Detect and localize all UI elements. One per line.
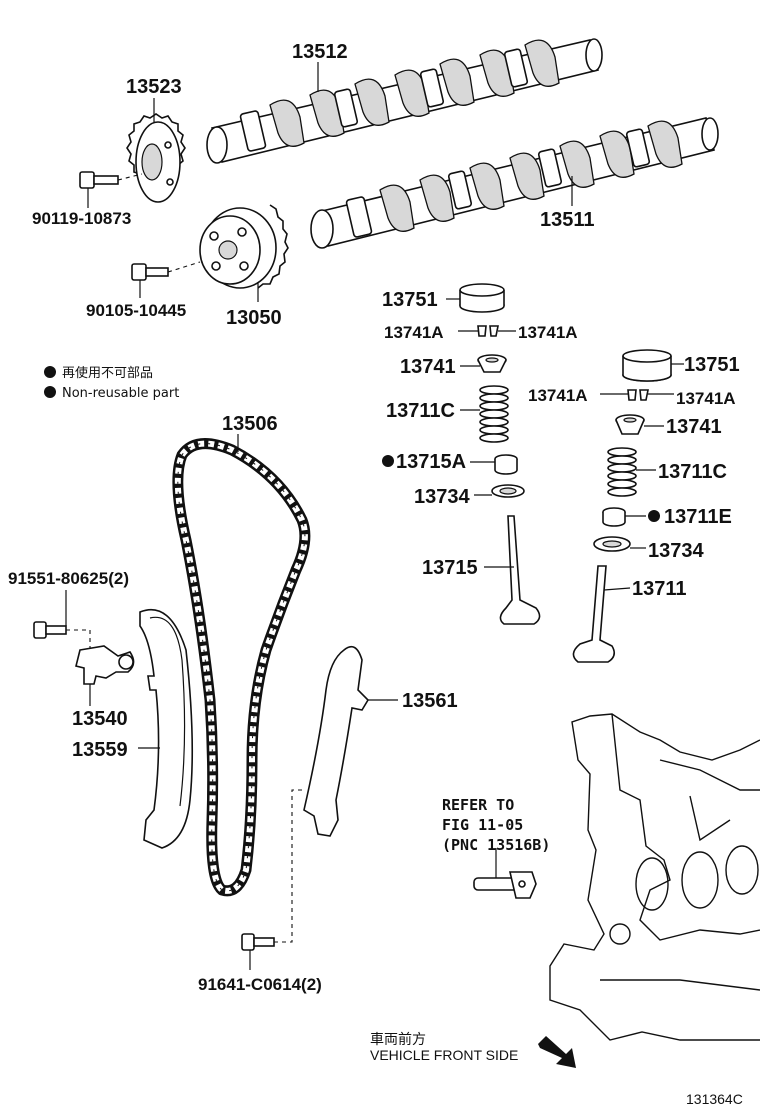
legend-jp: 再使用不可部品 [62,365,153,381]
refer-line-2[interactable]: FIG 11-05 [442,816,523,834]
camshaft-13511[interactable] [310,117,719,249]
label-13511[interactable]: 13511 [540,209,595,231]
label-13741a-b-right[interactable]: 13741A [676,389,736,408]
direction-en: VEHICLE FRONT SIDE [370,1047,518,1063]
figure-code: 131364C [686,1091,743,1107]
marker-dot-13715a [382,455,394,467]
vvt-gear-13050[interactable] [199,204,289,302]
label-13715[interactable]: 13715 [422,557,478,579]
label-13540[interactable]: 13540 [72,708,128,730]
label-13741-b[interactable]: 13741 [666,416,722,438]
label-13741a-a-left[interactable]: 13741A [384,323,444,342]
label-13741a-a-right[interactable]: 13741A [518,323,578,342]
refer-line-1: REFER TO [442,796,514,814]
label-90119-10873[interactable]: 90119-10873 [32,209,131,228]
spring-seat-13734-a[interactable] [474,484,525,498]
valve-retainer-13741-b[interactable] [615,414,664,435]
valve-keeper-13741a-right[interactable] [600,389,674,401]
label-13711c-a[interactable]: 13711C [386,400,455,422]
refer-line-3: (PNC 13516B) [442,836,550,854]
bolt-90119-10873[interactable] [79,171,143,208]
valve-keeper-13741a-left[interactable] [458,325,516,337]
bolt-90105-10445[interactable] [131,261,201,298]
valve-seal-13711e[interactable] [602,507,646,527]
valve-spring-13711c-b[interactable] [607,447,656,497]
label-91551-80625[interactable]: 91551-80625(2) [8,569,129,588]
label-13050[interactable]: 13050 [226,307,282,329]
marker-dot-13711e [648,510,660,522]
label-13523[interactable]: 13523 [126,76,182,98]
label-13715a[interactable]: 13715A [396,451,466,473]
valve-lifter-13751-b[interactable] [622,349,684,382]
legend-dot-en [44,386,56,398]
label-13559[interactable]: 13559 [72,739,128,761]
label-13561[interactable]: 13561 [402,690,458,712]
sprocket-13523[interactable] [126,113,186,203]
direction-jp: 車両前方 [370,1031,426,1047]
label-13741a-b-left[interactable]: 13741A [528,386,588,405]
valve-retainer-13741-a[interactable] [460,354,507,373]
label-91641-c0614[interactable]: 91641-C0614(2) [198,975,322,994]
label-13751-b[interactable]: 13751 [684,354,740,376]
valve-13715[interactable] [484,515,541,625]
legend-en: Non-reusable part [62,386,179,401]
oil-jet-shaft-13516b[interactable] [473,848,537,899]
valve-seal-13715a[interactable] [470,454,518,475]
spring-seat-13734-b[interactable] [593,536,646,552]
label-90105-10445[interactable]: 90105-10445 [86,301,186,320]
label-13734-b[interactable]: 13734 [648,540,704,562]
label-13512[interactable]: 13512 [292,41,348,63]
legend-dot-jp [44,366,56,378]
valve-lifter-13751-a[interactable] [446,283,505,313]
chain-tensioner-13540[interactable] [75,645,135,706]
label-13711[interactable]: 13711 [632,578,687,600]
label-13506[interactable]: 13506 [222,413,278,435]
bolt-91551-80625[interactable] [33,590,91,648]
label-13741-a[interactable]: 13741 [400,356,456,378]
valve-13711[interactable] [572,565,631,663]
label-13711c-b[interactable]: 13711C [658,461,727,483]
chain-guide-13559[interactable] [138,608,194,849]
engine-block-outline [549,713,760,1041]
chain-guide-13561[interactable] [303,645,398,837]
valve-spring-13711c-a[interactable] [460,385,509,443]
label-13711e[interactable]: 13711E [664,506,732,528]
label-13751-a[interactable]: 13751 [382,289,438,311]
camshaft-13512[interactable] [206,38,603,164]
timing-chain-13506[interactable] [172,434,311,897]
bolt-91641-c0614[interactable] [241,789,306,970]
vehicle-front-arrow-icon [538,1036,576,1068]
label-13734-a[interactable]: 13734 [414,486,470,508]
